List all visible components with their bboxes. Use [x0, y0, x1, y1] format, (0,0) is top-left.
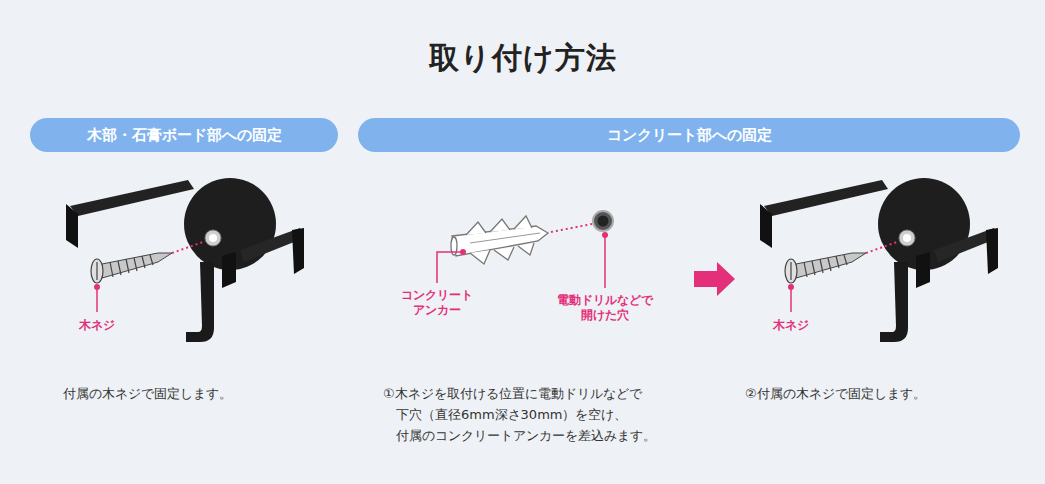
anchor-slit: [470, 233, 540, 243]
bracket-illustration: [66, 178, 304, 342]
callout-label: コンクリート アンカー: [400, 288, 474, 318]
callout-label: 木ネジ: [772, 318, 810, 333]
section-band: コンクリート部への固定: [358, 118, 1020, 152]
leader-line: [437, 252, 463, 283]
instruction-text: ②付属の木ネジで固定します。: [745, 384, 928, 405]
band-heading: 木部・石膏ボード部への固定: [87, 126, 282, 145]
anchor-fin: [514, 216, 532, 229]
leader-line: [604, 235, 606, 288]
drilled-hole-inner: [598, 216, 609, 227]
callout-label: 木ネジ: [78, 318, 116, 333]
drilled-hole: [593, 211, 613, 231]
concrete-anchor: [451, 216, 548, 264]
step-arrow: [694, 262, 735, 296]
anchor-fin: [466, 222, 486, 235]
page-title: 取り付け方法: [0, 38, 1045, 79]
instruction-text: ①木ネジを取付ける位置に電動ドリルなどで 下穴（直径6mm深さ30mm）を空け、…: [383, 384, 658, 446]
anchor-fin: [494, 247, 514, 260]
section-band: 木部・石膏ボード部への固定: [30, 118, 338, 152]
bracket-illustration: [760, 178, 998, 342]
callout-label: 電動ドリルなどで 開けた穴: [556, 293, 654, 323]
instruction-text: 付属の木ネジで固定します。: [63, 384, 234, 405]
guide-dotted-line: [551, 224, 592, 232]
anchor-fin: [490, 219, 510, 232]
band-heading: コンクリート部への固定: [607, 126, 772, 145]
anchor-fin: [470, 250, 490, 264]
anchor-fin: [518, 243, 534, 255]
